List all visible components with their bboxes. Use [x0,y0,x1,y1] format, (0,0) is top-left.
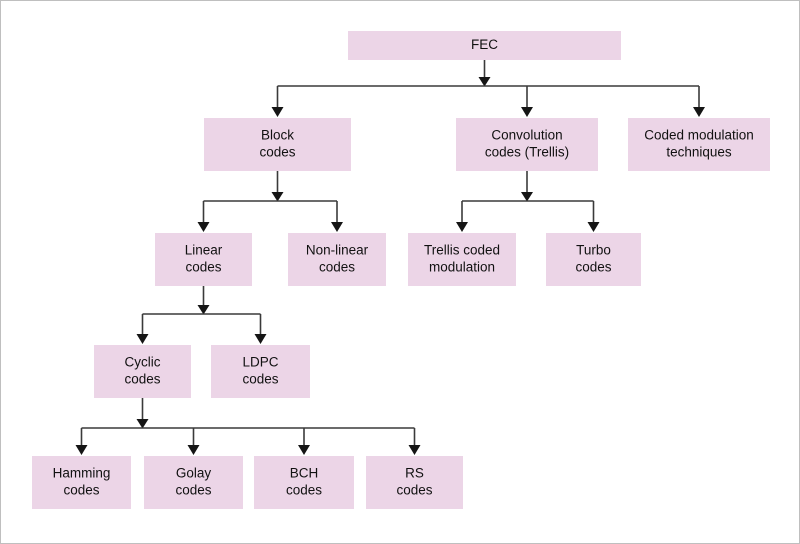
node-non-linear-codes[interactable]: Non-linear codes [288,233,386,286]
node-label-hamming-codes: Hamming [53,466,111,481]
node-label-bch-codes: codes [286,483,322,498]
arrowhead-golay-codes [187,445,200,455]
arrowhead-convolution-codes [521,107,533,117]
connector-stem-arrowhead [136,419,149,429]
node-label-linear-codes: Linear [185,243,223,258]
node-box-fec[interactable] [348,31,621,60]
node-box-bch-codes[interactable] [254,456,354,509]
node-trellis-coded-modulation[interactable]: Trellis coded modulation [408,233,516,286]
node-label-cyclic-codes: codes [124,372,160,387]
node-label-turbo-codes: Turbo [576,243,611,258]
arrowhead-trellis-coded-modulation [456,222,468,232]
arrowhead-non-linear-codes [331,222,343,232]
arrowhead-bch-codes [298,445,310,455]
node-box-hamming-codes[interactable] [32,456,131,509]
node-box-trellis-coded-modulation[interactable] [408,233,516,286]
node-label-hamming-codes: codes [63,483,99,498]
node-label-convolution-codes: codes (Trellis) [485,145,569,160]
connector-block-bus [197,171,343,232]
node-convolution-codes[interactable]: Convolution codes (Trellis) [456,118,598,171]
node-label-linear-codes: codes [185,260,221,275]
node-box-cyclic-codes[interactable] [94,345,191,398]
connector-stem-arrowhead [521,192,533,202]
node-box-coded-modulation-techniques[interactable] [628,118,770,171]
node-turbo-codes[interactable]: Turbo codes [546,233,641,286]
node-label-block-codes: Block [261,128,294,143]
connector-stem-arrowhead [197,305,210,315]
node-label-coded-modulation-techniques: techniques [666,145,732,160]
node-label-rs-codes: codes [396,483,432,498]
node-label-fec: FEC [471,37,498,52]
connector-linear-bus [136,286,267,344]
node-label-ldpc-codes: codes [242,372,278,387]
node-label-non-linear-codes: codes [319,260,355,275]
node-label-non-linear-codes: Non-linear [306,243,369,258]
node-block-codes[interactable]: Block codes [204,118,351,171]
node-rs-codes[interactable]: RS codes [366,456,463,509]
node-ldpc-codes[interactable]: LDPC codes [211,345,310,398]
node-label-bch-codes: BCH [290,466,319,481]
node-box-block-codes[interactable] [204,118,351,171]
node-label-block-codes: codes [259,145,295,160]
arrowhead-hamming-codes [75,445,88,455]
node-hamming-codes[interactable]: Hamming codes [32,456,131,509]
node-label-coded-modulation-techniques: Coded modulation [644,128,754,143]
node-label-turbo-codes: codes [575,260,611,275]
node-label-cyclic-codes: Cyclic [125,355,161,370]
node-box-turbo-codes[interactable] [546,233,641,286]
arrowhead-linear-codes [197,222,210,232]
node-cyclic-codes[interactable]: Cyclic codes [94,345,191,398]
connector-convolution-bus [456,171,600,232]
connector-stem-arrowhead [478,77,491,87]
connector-stem-arrowhead [271,192,284,202]
connector-cyclic-bus [75,398,421,455]
connector-fec-bus [271,60,705,117]
node-box-linear-codes[interactable] [155,233,252,286]
node-coded-modulation-techniques[interactable]: Coded modulation techniques [628,118,770,171]
node-box-golay-codes[interactable] [144,456,243,509]
node-box-non-linear-codes[interactable] [288,233,386,286]
arrowhead-turbo-codes [587,222,600,232]
node-linear-codes[interactable]: Linear codes [155,233,252,286]
arrowhead-ldpc-codes [254,334,267,344]
node-label-golay-codes: Golay [176,466,212,481]
edges-layer [75,60,705,455]
node-label-trellis-coded-modulation: modulation [429,260,495,275]
node-golay-codes[interactable]: Golay codes [144,456,243,509]
node-box-convolution-codes[interactable] [456,118,598,171]
node-label-rs-codes: RS [405,466,424,481]
arrowhead-rs-codes [408,445,421,455]
node-label-ldpc-codes: LDPC [242,355,278,370]
arrowhead-cyclic-codes [136,334,149,344]
node-label-convolution-codes: Convolution [491,128,562,143]
node-label-golay-codes: codes [175,483,211,498]
node-fec[interactable]: FEC [348,31,621,60]
arrowhead-coded-modulation-techniques [693,107,705,117]
node-bch-codes[interactable]: BCH codes [254,456,354,509]
node-box-rs-codes[interactable] [366,456,463,509]
arrowhead-block-codes [271,107,284,117]
node-box-ldpc-codes[interactable] [211,345,310,398]
node-label-trellis-coded-modulation: Trellis coded [424,243,500,258]
